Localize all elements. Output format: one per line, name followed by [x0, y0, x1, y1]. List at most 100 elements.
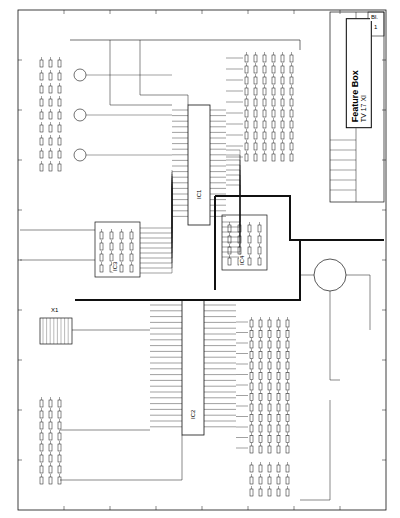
wire — [269, 433, 270, 436]
resistor-symbol — [259, 477, 262, 484]
pin-wire — [210, 160, 226, 161]
pin-wire — [172, 210, 188, 211]
wire — [269, 474, 270, 477]
resistor-symbol — [290, 132, 293, 139]
wire — [273, 118, 274, 121]
tuner-symbol — [314, 259, 346, 291]
resistor-symbol — [254, 143, 257, 150]
wire — [236, 374, 248, 375]
wire — [72, 330, 150, 331]
wire — [300, 400, 330, 500]
wire — [226, 113, 243, 114]
wire — [287, 443, 288, 446]
pin-wire — [210, 149, 226, 150]
wire — [246, 96, 247, 99]
pin-wire — [204, 403, 236, 404]
connector-pin — [57, 318, 58, 344]
resistor-symbol — [250, 320, 253, 327]
title-block-line — [330, 160, 356, 161]
resistor-symbol — [49, 164, 52, 171]
resistor-symbol — [268, 383, 271, 390]
resistor-symbol — [277, 320, 280, 327]
grid-tick — [18, 310, 22, 311]
resistor-symbol — [277, 415, 280, 422]
resistor-symbol — [49, 455, 52, 462]
wire — [282, 52, 283, 55]
wire — [269, 380, 270, 383]
resistor-symbol — [49, 433, 52, 440]
bus-wire — [140, 172, 172, 233]
wire — [273, 107, 274, 110]
wire — [260, 317, 261, 320]
wire — [287, 328, 288, 331]
resistor-symbol — [228, 225, 231, 232]
wire — [260, 380, 261, 383]
sheet-number: 1 — [373, 24, 378, 31]
resistor-symbol — [100, 232, 103, 239]
pin-wire — [150, 305, 182, 306]
wire — [41, 109, 42, 112]
resistor-symbol — [49, 125, 52, 132]
resistor-symbol — [40, 422, 43, 429]
resistor-symbol — [245, 88, 248, 95]
wire — [278, 349, 279, 352]
wire — [131, 240, 132, 243]
wire — [226, 80, 243, 81]
resistor-symbol — [263, 88, 266, 95]
pin-wire — [210, 132, 226, 133]
wire — [278, 474, 279, 477]
resistor-symbol — [254, 154, 257, 161]
connector-pin — [53, 318, 54, 344]
resistor-symbol — [272, 99, 275, 106]
resistor-symbol — [254, 110, 257, 117]
resistor-symbol — [49, 466, 52, 473]
connector-pin — [61, 318, 62, 344]
pin-wire — [210, 188, 226, 189]
pin-wire — [204, 380, 236, 381]
resistor-symbol — [49, 73, 52, 80]
wire — [50, 148, 51, 151]
wire — [264, 118, 265, 121]
pin-wire — [172, 166, 188, 167]
wire — [251, 338, 252, 341]
wire — [50, 70, 51, 73]
wire — [41, 430, 42, 433]
resistor-symbol — [250, 446, 253, 453]
resistor-symbol — [268, 373, 271, 380]
wire — [282, 63, 283, 66]
resistor-symbol — [238, 225, 241, 232]
wire — [236, 353, 248, 354]
resistor-symbol — [281, 55, 284, 62]
connector-pin — [43, 318, 44, 344]
resistor-symbol — [268, 320, 271, 327]
resistor-symbol — [259, 352, 262, 359]
wire — [282, 85, 283, 88]
resistor-symbol — [130, 254, 133, 261]
wire — [278, 433, 279, 436]
wire — [260, 412, 261, 415]
grid-tick — [382, 410, 386, 411]
wire — [236, 332, 248, 333]
resistor-symbol — [290, 88, 293, 95]
resistor-symbol — [58, 86, 61, 93]
wire — [246, 63, 247, 66]
pin-wire — [150, 363, 182, 364]
resistor-symbol — [259, 489, 262, 496]
wire — [86, 115, 172, 116]
resistor-symbol — [277, 446, 280, 453]
resistor-symbol — [259, 362, 262, 369]
bus-wire — [140, 186, 172, 268]
pin-wire — [204, 345, 236, 346]
pin-wire — [204, 426, 236, 427]
resistor-symbol — [120, 254, 123, 261]
resistor-symbol — [272, 66, 275, 73]
pin-wire — [210, 110, 226, 111]
wire — [59, 441, 60, 444]
resistor-symbol — [110, 243, 113, 250]
wire — [259, 222, 260, 225]
wire — [50, 441, 51, 444]
pin-wire — [172, 199, 188, 200]
wire — [278, 462, 279, 465]
resistor-symbol — [281, 154, 284, 161]
wire — [269, 370, 270, 373]
